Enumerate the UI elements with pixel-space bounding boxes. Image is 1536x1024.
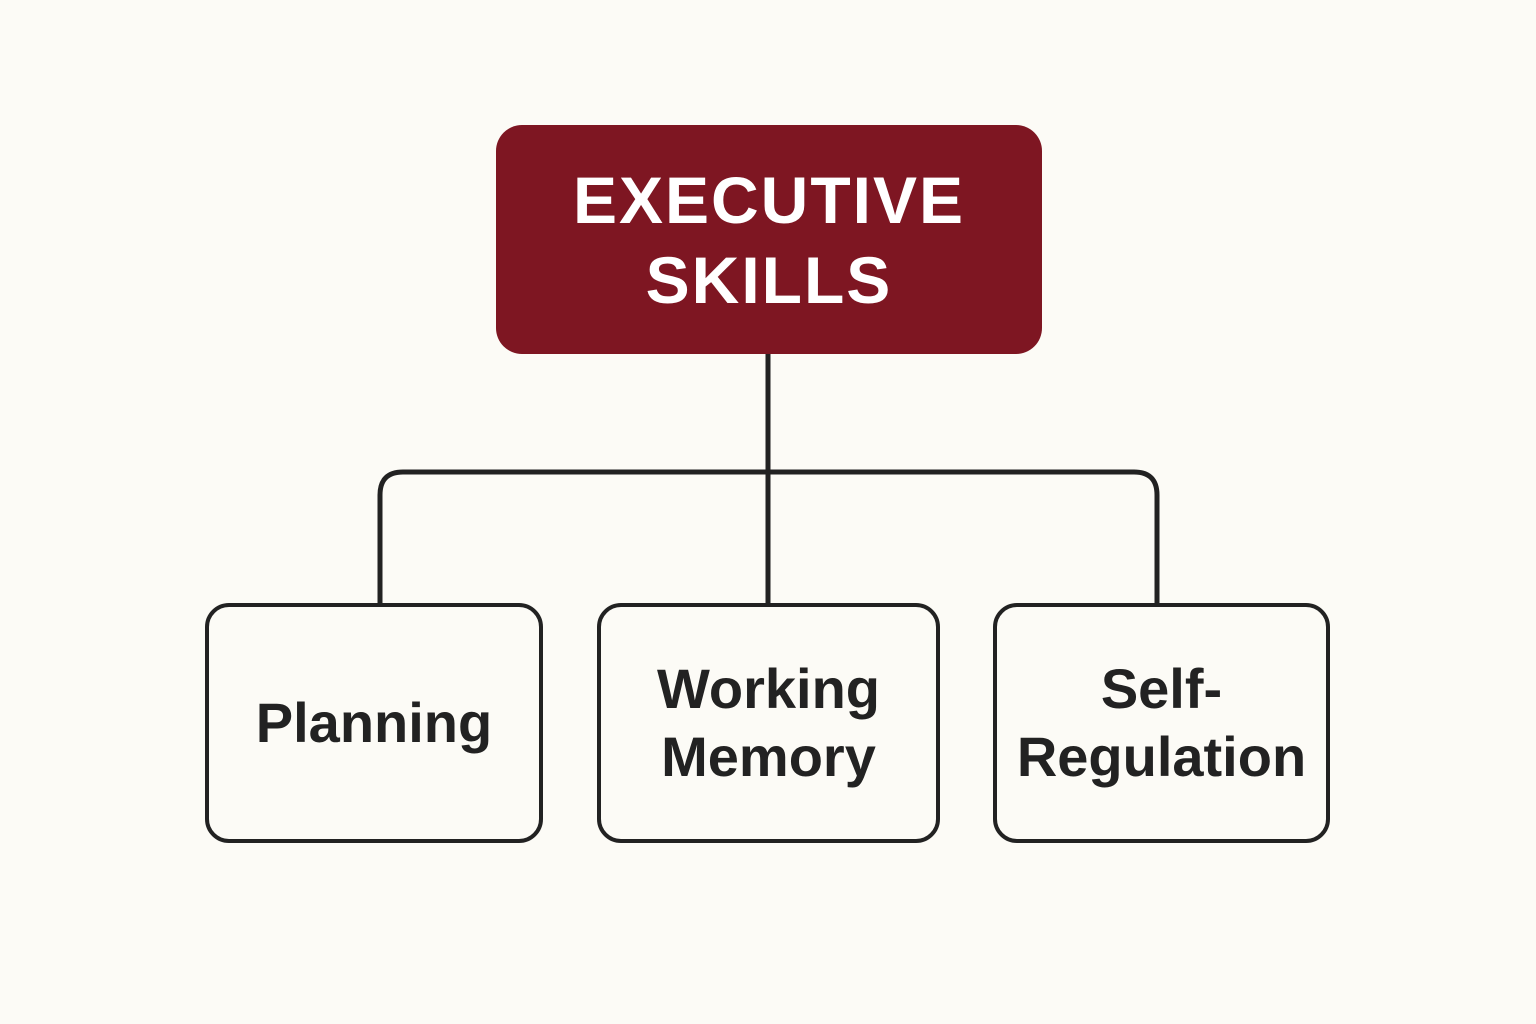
- root-title-line-1: EXECUTIVE: [572, 162, 966, 237]
- self-regulation-label-line-2: Regulation: [1016, 725, 1307, 788]
- working-memory-label-line-1: Working: [657, 657, 880, 720]
- self-regulation-node: Self- Regulation: [993, 603, 1330, 843]
- root-title-line-2: SKILLS: [645, 242, 893, 317]
- planning-node: Planning: [205, 603, 543, 843]
- executive-skills-node: EXECUTIVE SKILLS: [496, 125, 1042, 354]
- planning-label: Planning: [255, 691, 493, 754]
- self-regulation-label-line-1: Self-: [1100, 657, 1223, 720]
- connector-branch: [377, 469, 1160, 603]
- working-memory-node: Working Memory: [597, 603, 940, 843]
- working-memory-label-line-2: Memory: [661, 725, 876, 788]
